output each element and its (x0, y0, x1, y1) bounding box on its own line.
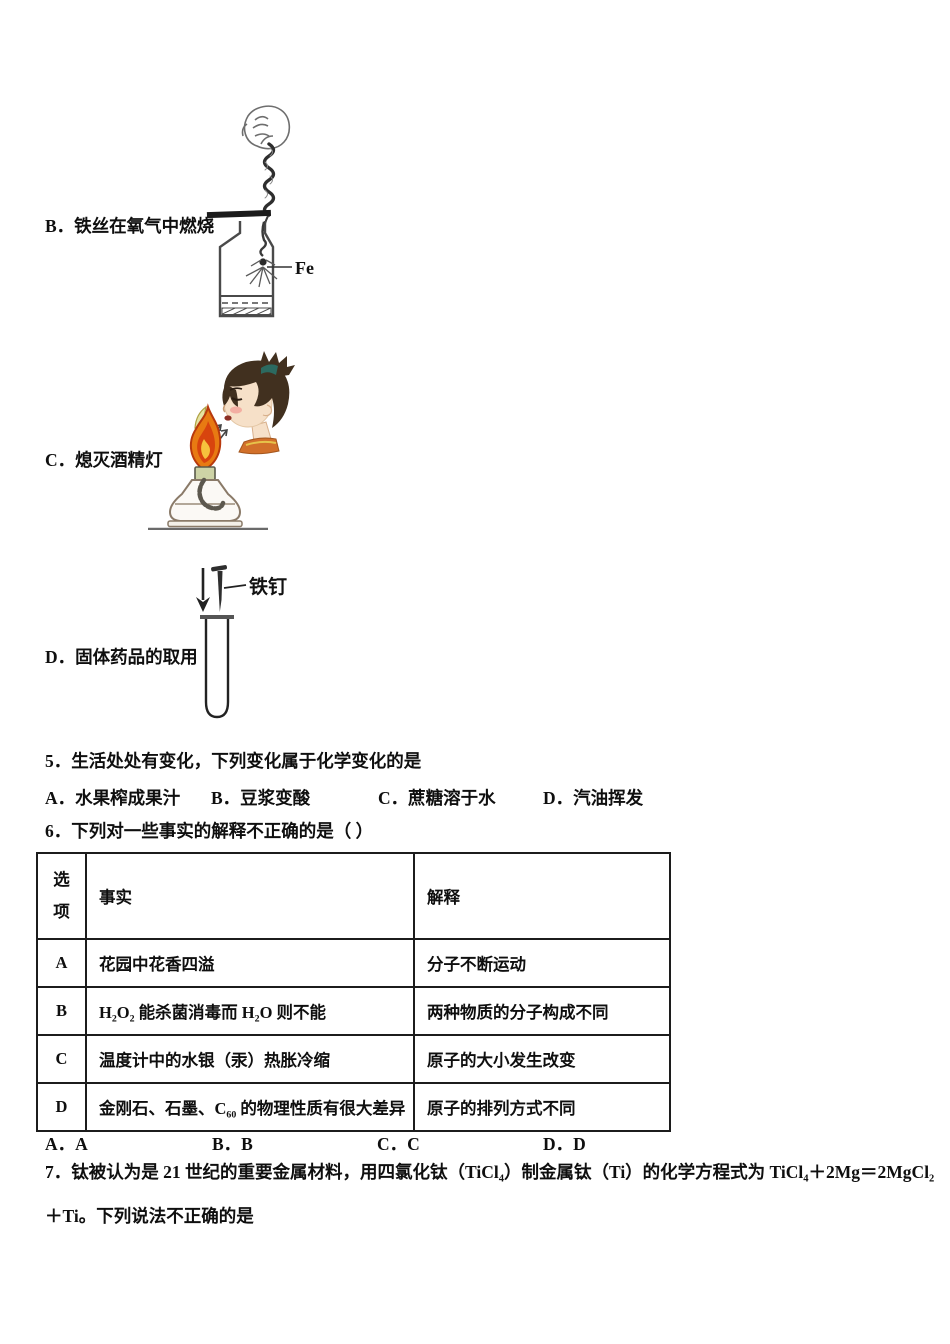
cover-plate-icon (206, 209, 272, 219)
q6-col-fact: 事实 (85, 852, 415, 940)
table-row: A 花园中花香四溢 分子不断运动 (36, 938, 671, 988)
alcohol-lamp-icon (148, 466, 268, 530)
q6-row-a-explain: 分子不断运动 (413, 938, 671, 988)
q6-stem: 6．下列对一些事实的解释不正确的是（ ） (45, 821, 374, 841)
flame-icon (189, 403, 222, 472)
q5-option-d: D．汽油挥发 (543, 788, 644, 808)
q5-stem: 5．生活处处有变化，下列变化属于化学变化的是 (45, 751, 422, 771)
q6-answer-a: A．A (45, 1134, 88, 1154)
test-tube-icon (200, 615, 234, 719)
q6-row-a-fact: 花园中花香四溢 (85, 938, 415, 988)
down-arrow-icon (196, 568, 210, 612)
q6-row-c-fact: 温度计中的水银（汞）热胀冷缩 (85, 1034, 415, 1084)
table-row: C 温度计中的水银（汞）热胀冷缩 原子的大小发生改变 (36, 1034, 671, 1084)
q5-option-c: C．蔗糖溶于水 (378, 788, 496, 808)
option-c-label: C．熄灭酒精灯 (45, 450, 163, 470)
q7-stem-line1: 7．钛被认为是 21 世纪的重要金属材料，用四氯化钛（TiCl₄）制金属钛（Ti… (45, 1162, 935, 1182)
q6-col-explain: 解释 (413, 852, 671, 940)
sparks-icon (245, 221, 278, 288)
q6-answer-b: B．B (212, 1134, 253, 1154)
q6-row-d-option: D (36, 1082, 87, 1132)
figure-test-tube-nail: 铁钉 (196, 565, 287, 719)
q6-row-c-explain: 原子的大小发生改变 (413, 1034, 671, 1084)
nail-pointer-line (223, 584, 247, 589)
q6-answer-c: C．C (377, 1134, 420, 1154)
figure-blow-out-lamp (148, 351, 295, 530)
fe-label: Fe (295, 258, 314, 278)
q6-row-c-option: C (36, 1034, 87, 1084)
girl-blowing-icon (222, 351, 295, 455)
hand-sketch-icon (241, 105, 291, 150)
option-d-label: D．固体药品的取用 (45, 647, 198, 667)
q6-row-b-explain: 两种物质的分子构成不同 (413, 986, 671, 1036)
coiled-wire-icon (262, 142, 276, 231)
q6-row-a-option: A (36, 938, 87, 988)
table-row: D 金刚石、石墨、C₆₀ 的物理性质有很大差异 原子的排列方式不同 (36, 1082, 671, 1132)
q7-stem-line2: ＋Ti。下列说法不正确的是 (45, 1206, 254, 1226)
gas-bottle-icon (218, 221, 275, 318)
figure-iron-wire-burning: Fe (206, 105, 314, 318)
q6-row-b-fact: H₂O₂ 能杀菌消毒而 H₂O 则不能 (85, 986, 415, 1036)
table-row: B H₂O₂ 能杀菌消毒而 H₂O 则不能 两种物质的分子构成不同 (36, 986, 671, 1036)
option-b-label: B．铁丝在氧气中燃烧 (45, 216, 215, 236)
q5-option-b: B．豆浆变酸 (211, 788, 311, 808)
q5-option-a: A．水果榨成果汁 (45, 788, 181, 808)
q6-row-b-option: B (36, 986, 87, 1036)
q6-col-option: 选项 (36, 852, 87, 940)
q6-answer-d: D．D (543, 1134, 586, 1154)
q6-table: 选项 事实 解释 A 花园中花香四溢 分子不断运动 B H₂O₂ 能杀菌消毒而 … (36, 852, 671, 1132)
iron-nail-icon (211, 565, 228, 612)
nail-label: 铁钉 (249, 575, 287, 598)
q6-row-d-fact: 金刚石、石墨、C₆₀ 的物理性质有很大差异 (85, 1082, 415, 1132)
q6-row-d-explain: 原子的排列方式不同 (413, 1082, 671, 1132)
